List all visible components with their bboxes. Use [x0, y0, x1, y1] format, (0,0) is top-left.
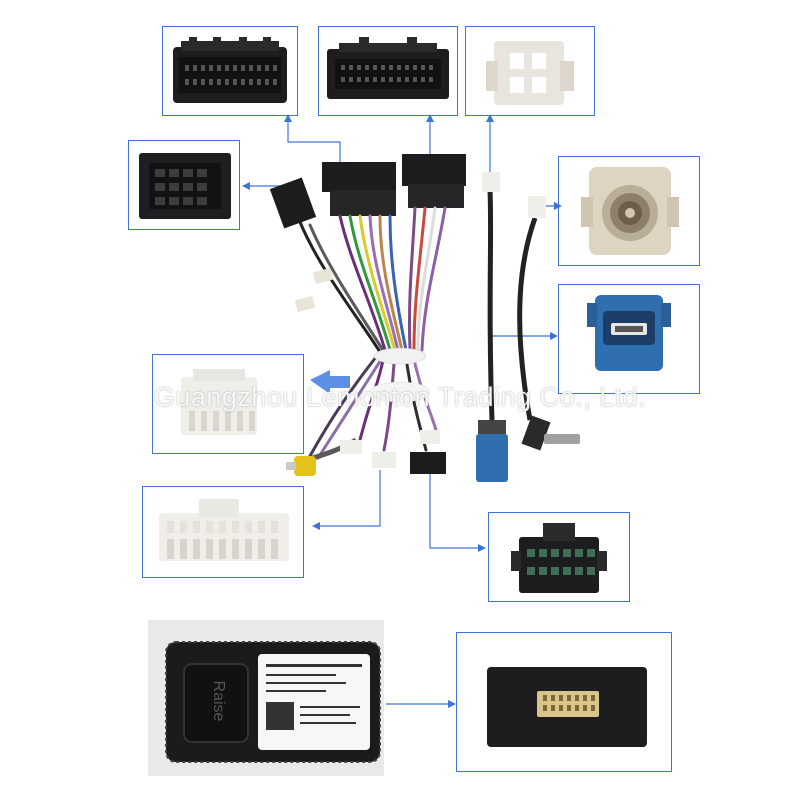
- canbus-module-photo: Raise: [148, 620, 384, 776]
- arrow-left-icon: [242, 182, 250, 190]
- arrow-up-icon: [284, 114, 292, 122]
- module-closeup-image: [487, 667, 647, 747]
- rca-plug-yellow: [294, 456, 316, 476]
- white-connector-large-image: [159, 499, 289, 561]
- usb-plug: [476, 434, 508, 482]
- panel-black-connector-top-middle: [318, 26, 458, 116]
- white-connector-top-right-image: [486, 41, 574, 105]
- harness-plug-3: [269, 177, 317, 229]
- canbus-module-body: [165, 641, 381, 763]
- white-connector-middle-left-image: [181, 369, 257, 435]
- arrow-up-icon: [486, 114, 494, 122]
- black-connector-top-middle-image: [327, 37, 449, 99]
- antenna-connector-image: [581, 167, 679, 255]
- arrow-left-icon: [312, 522, 320, 530]
- harness-plug-1: [322, 162, 396, 192]
- panel-white-connector-middle-left: [152, 354, 304, 454]
- panel-white-connector-large: [142, 486, 304, 578]
- arrow-right-icon: [478, 544, 486, 552]
- black-connector-16pin-image: [511, 523, 607, 593]
- leader-line-top-left: [287, 120, 341, 162]
- leader-line-white-large: [318, 470, 381, 527]
- panel-black-connector-left: [128, 140, 240, 230]
- arrow-up-icon: [426, 114, 434, 122]
- panel-white-connector-top-right: [465, 26, 595, 116]
- harness-plug-2: [402, 154, 466, 186]
- black-connector-left-image: [139, 153, 231, 219]
- panel-usb-connector: [558, 284, 700, 394]
- black-connector-top-left-image: [173, 37, 287, 103]
- arrow-right-icon: [554, 202, 562, 210]
- module-brand-label: Raise: [210, 680, 227, 722]
- panel-antenna-connector: [558, 156, 700, 266]
- arrow-right-icon: [448, 700, 456, 708]
- arrow-left-icon: [310, 370, 350, 394]
- leader-line-16pin: [429, 470, 480, 549]
- arrow-right-icon: [550, 332, 558, 340]
- antenna-plug: [544, 434, 580, 444]
- usb-connector-image: [587, 295, 671, 371]
- panel-black-connector-top-left: [162, 26, 298, 116]
- panel-black-connector-16pin: [488, 512, 630, 602]
- panel-module-closeup: [456, 632, 672, 772]
